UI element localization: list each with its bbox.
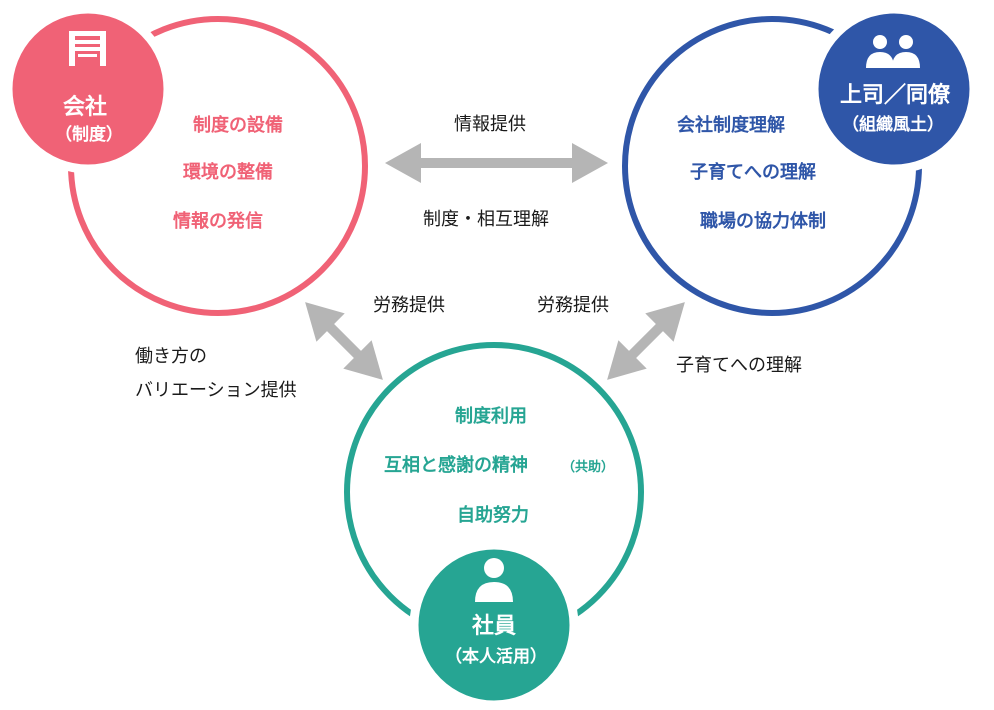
colleagues-subtitle: （組織風土） — [842, 115, 944, 135]
colleagues-item: 職場の協力体制 — [700, 211, 826, 232]
company-subtitle: （制度） — [55, 125, 123, 145]
employee-subtitle: （本人活用） — [445, 647, 547, 667]
employee-badge — [409, 540, 579, 710]
arrow-left-double — [305, 302, 383, 380]
employee-item: 自助努力 — [457, 505, 529, 526]
arrow-top-double — [385, 143, 608, 183]
label-right-side: 子育てへの理解 — [676, 355, 802, 376]
label-top-above: 情報提供 — [454, 114, 526, 135]
label-left-side-line2: バリエーション提供 — [135, 380, 297, 401]
company-item: 情報の発信 — [173, 211, 263, 232]
label-top-below: 制度・相互理解 — [423, 209, 549, 230]
people-icon — [866, 35, 920, 68]
employee-item-note: （共助） — [562, 460, 615, 475]
colleagues-title: 上司／同僚 — [840, 83, 951, 108]
colleagues-badge — [809, 4, 979, 174]
person-icon — [475, 558, 513, 602]
employee-title: 社員 — [472, 614, 517, 639]
employee-item: 互相と感謝の精神 — [384, 455, 528, 476]
company-item: 制度の設備 — [193, 115, 283, 136]
label-left-arrow: 労務提供 — [373, 295, 445, 316]
employee-item: 制度利用 — [455, 406, 527, 427]
company-title: 会社 — [63, 95, 108, 120]
colleagues-item: 子育てへの理解 — [690, 162, 816, 183]
colleagues-item: 会社制度理解 — [677, 115, 785, 136]
building-icon — [69, 31, 106, 66]
label-left-side-line1: 働き方の — [135, 346, 207, 367]
company-item: 環境の整備 — [183, 162, 273, 183]
arrow-right-double — [607, 302, 685, 380]
company-badge — [3, 4, 173, 174]
label-right-arrow: 労務提供 — [537, 295, 609, 316]
